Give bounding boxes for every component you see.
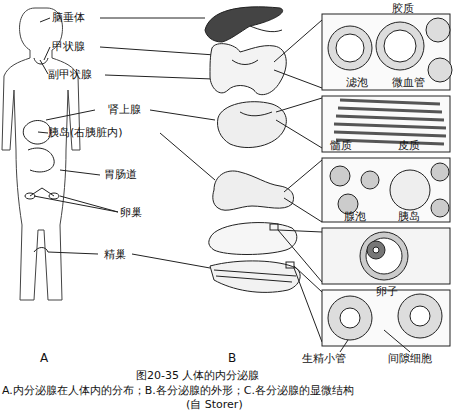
tissue-label: 胶质 — [392, 2, 414, 15]
panel-letter: B — [228, 352, 236, 365]
figure-caption: 图20-35 人体的内分泌腺 — [136, 369, 259, 382]
source-note: (自 Storer) — [186, 398, 243, 411]
gland-label: 副甲状腺 — [48, 68, 92, 81]
gland-label: 胃肠道 — [104, 168, 137, 181]
tissue-label: 生精小管 — [302, 352, 346, 365]
caption-note: A.内分泌腺在人体内的分布；B.各分泌腺的外形；C.各分泌腺的显微结构 — [2, 384, 354, 397]
gland-label: 脑垂体 — [52, 11, 85, 24]
tissue-label: 髓质 — [330, 139, 352, 152]
tissue-label: 皮质 — [398, 139, 420, 152]
gland-label: 甲状腺 — [52, 40, 85, 53]
tissue-label: 卵子 — [376, 285, 398, 298]
gland-label: 精巢 — [104, 248, 126, 261]
tissue-label: 间隙细胞 — [388, 352, 432, 365]
panel-letter: A — [40, 352, 48, 365]
tissue-label: 腺泡 — [344, 210, 366, 223]
tissue-label: 微血管 — [392, 76, 425, 89]
gland-label: 胰岛(右胰脏内) — [48, 126, 123, 139]
gland-label: 肾上腺 — [108, 103, 141, 116]
gland-label: 卵巢 — [120, 206, 142, 219]
tissue-label: 胰岛 — [398, 210, 420, 223]
tissue-label: 滤泡 — [346, 76, 368, 89]
